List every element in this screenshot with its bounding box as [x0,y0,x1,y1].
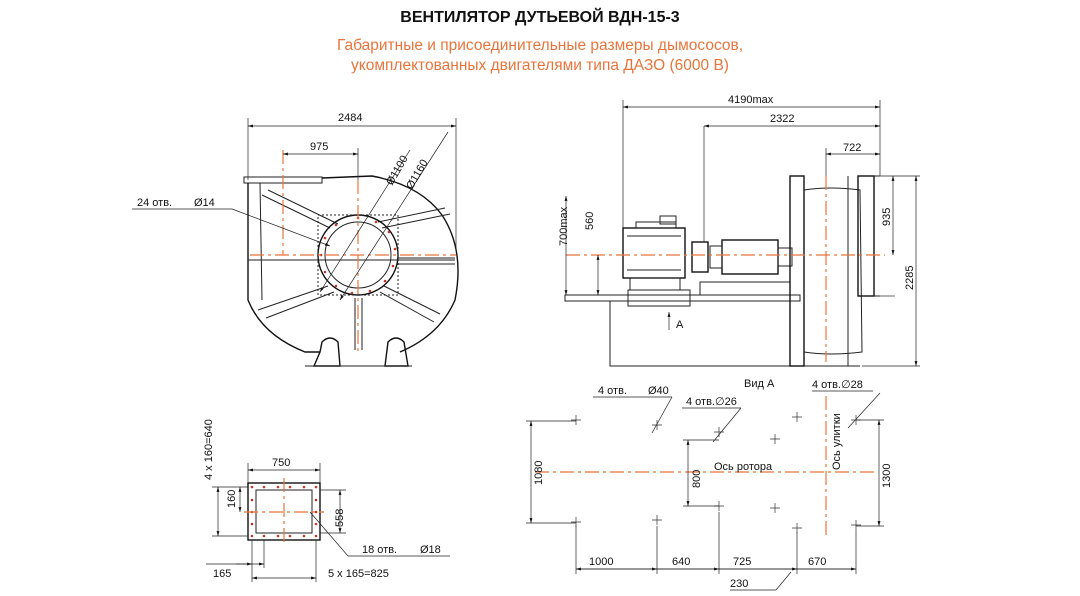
dim-230: 230 [730,578,748,590]
callout-holes-40-dia: Ø40 [648,385,669,397]
motor-base [627,289,691,307]
dim-800: 800 [691,470,703,488]
flange-bolt-holes [250,485,318,538]
left-foot [312,337,341,367]
volute-side-plate [789,175,805,367]
volute-inner-lines [248,182,455,301]
coupling [691,241,709,273]
bearing-base [699,281,791,296]
flange-holes-label: 18 отв. [362,544,397,556]
dim-1000: 1000 [589,556,613,568]
view-a-title: Вид А [744,378,775,390]
dim-935: 935 [881,208,893,226]
callout-holes-40: 4 отв. [598,385,627,397]
foundation-outline [609,301,860,367]
callout-holes-28: 4 отв.∅28 [812,379,863,391]
subtitle-line-2: укомплектованных двигателями типа ДАЗО (… [351,57,729,74]
motor-feet [629,277,681,291]
callout-holes-26: 4 отв.∅26 [686,396,737,408]
view-arrow-a: A [676,319,684,331]
holes-label-24: 24 отв. [137,197,172,209]
impeller-profile [803,187,863,355]
drawing-title: ВЕНТИЛЯТОР ДУТЬЕВОЙ ВДН-15-3 [400,9,680,26]
holes-dia-14: Ø14 [194,197,215,209]
flange-view: 750 4 x 160=640 160 558 18 отв. Ø18 165 … [203,419,450,582]
volute-ribs [257,189,455,350]
rotor-axis-label: Ось ротора [714,461,773,473]
dim-725: 725 [733,556,751,568]
dim-4190: 4190max [728,94,774,106]
dim-670: 670 [808,556,826,568]
base-frame-top [564,294,801,302]
dim-722: 722 [843,142,861,154]
subtitle-line-1: Габаритные и присоединительные размеры д… [336,37,744,54]
dim-975: 975 [310,141,328,153]
dim-558: 558 [334,509,346,527]
plan-bolt-marks [571,412,861,533]
plan-view: Вид А Ось ротора Ось улитки 1080 80 [526,378,893,591]
side-view: 4190max 2322 722 700max 560 935 2285 A [558,94,920,367]
dim-2322: 2322 [770,113,794,125]
dim-5x165: 5 x 165=825 [328,568,389,580]
dim-160: 160 [226,490,238,508]
drawing-subtitle: Габаритные и присоединительные размеры д… [0,36,1080,76]
dim-750: 750 [272,457,290,469]
motor-top-box [635,221,677,229]
dim-640: 640 [672,556,690,568]
dim-1080: 1080 [533,461,545,485]
dim-2285: 2285 [904,266,916,290]
dim-4x160: 4 x 160=640 [203,419,215,480]
dim-1300: 1300 [881,464,893,488]
dim-165: 165 [213,568,231,580]
volute-housing [247,175,459,353]
front-view: 2484 975 Ø1100 Ø1160 24 отв. Ø14 [132,112,459,367]
right-foot [384,337,409,367]
dim-560: 560 [584,212,596,230]
bearing-housing [721,239,779,275]
dim-700: 700max [558,206,570,246]
terminal-box [659,215,677,225]
volute-axis-label: Ось улитки [831,413,843,470]
flange-holes-dia: Ø18 [420,544,441,556]
dim-2484: 2484 [338,112,362,124]
inlet-box [857,175,875,297]
